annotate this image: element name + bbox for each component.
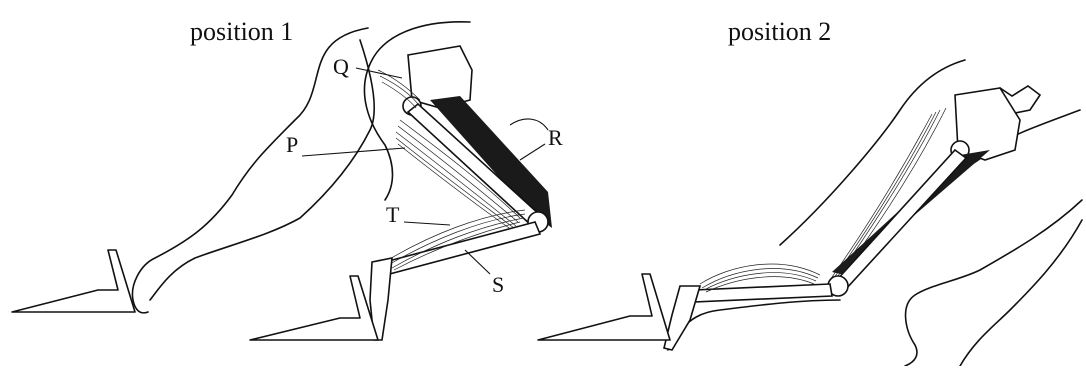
label-R: R xyxy=(548,125,563,150)
position-1-rear-leg xyxy=(12,28,374,313)
leader-T xyxy=(404,222,450,225)
leader-S xyxy=(465,250,490,274)
starting-block-1a xyxy=(12,250,135,312)
position-2-title: position 2 xyxy=(728,17,831,46)
leader-Q xyxy=(356,68,402,78)
leader-R xyxy=(520,144,545,160)
label-T: T xyxy=(386,202,400,227)
starting-block-2 xyxy=(538,274,670,340)
label-S: S xyxy=(492,272,504,297)
label-Q: Q xyxy=(333,54,349,79)
tibia-2 xyxy=(693,284,832,302)
label-P: P xyxy=(286,132,298,157)
position-1-title: position 1 xyxy=(190,17,293,46)
position-2-leg xyxy=(538,60,1082,366)
starting-block-1b xyxy=(250,276,378,340)
position-1-front-leg xyxy=(250,22,552,340)
femur-2 xyxy=(835,150,966,290)
